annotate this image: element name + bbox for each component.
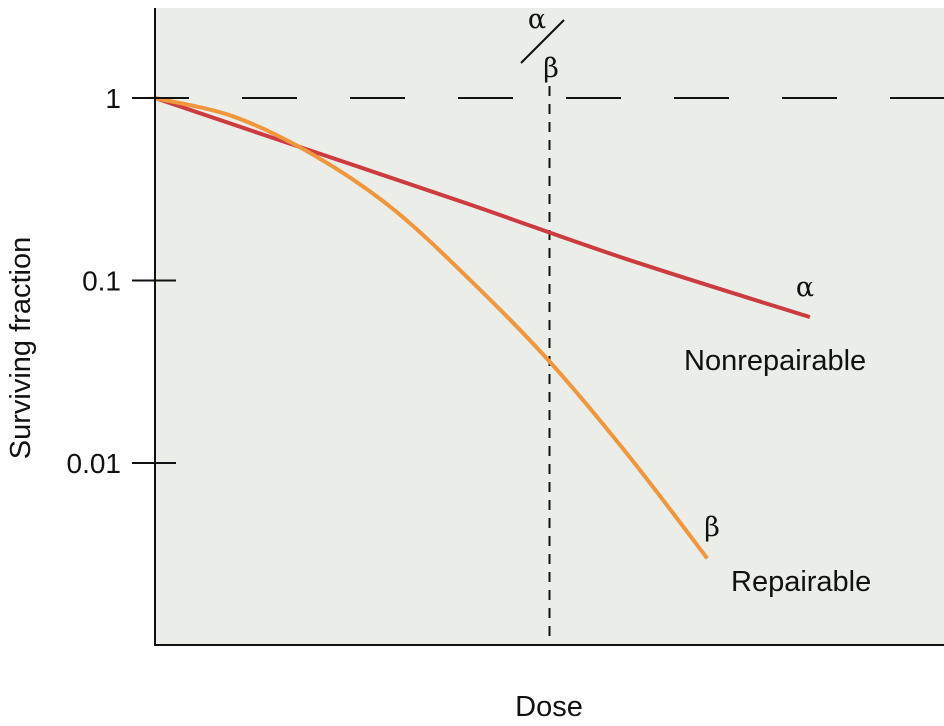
alpha-curve [154, 96, 811, 320]
ratio-slash [520, 19, 565, 64]
nonrepairable-label: Nonrepairable [684, 345, 866, 377]
y-axis-label: Surviving fraction [5, 237, 37, 459]
y-tick-label-2: 0.01 [67, 448, 122, 479]
ratio-label-alpha: α [528, 4, 546, 35]
y-tick-label-1: 0.1 [82, 266, 121, 297]
alpha-beta-ratio-label: α β [520, 4, 565, 84]
y-tick-label-0: 1 [105, 83, 121, 114]
alpha-symbol-label: α [796, 272, 814, 303]
x-axis-label: Dose [515, 691, 583, 723]
ratio-label-beta: β [543, 53, 559, 84]
beta-curve [154, 96, 709, 560]
beta-symbol-label: β [704, 512, 720, 543]
repairable-label: Repairable [731, 566, 871, 598]
